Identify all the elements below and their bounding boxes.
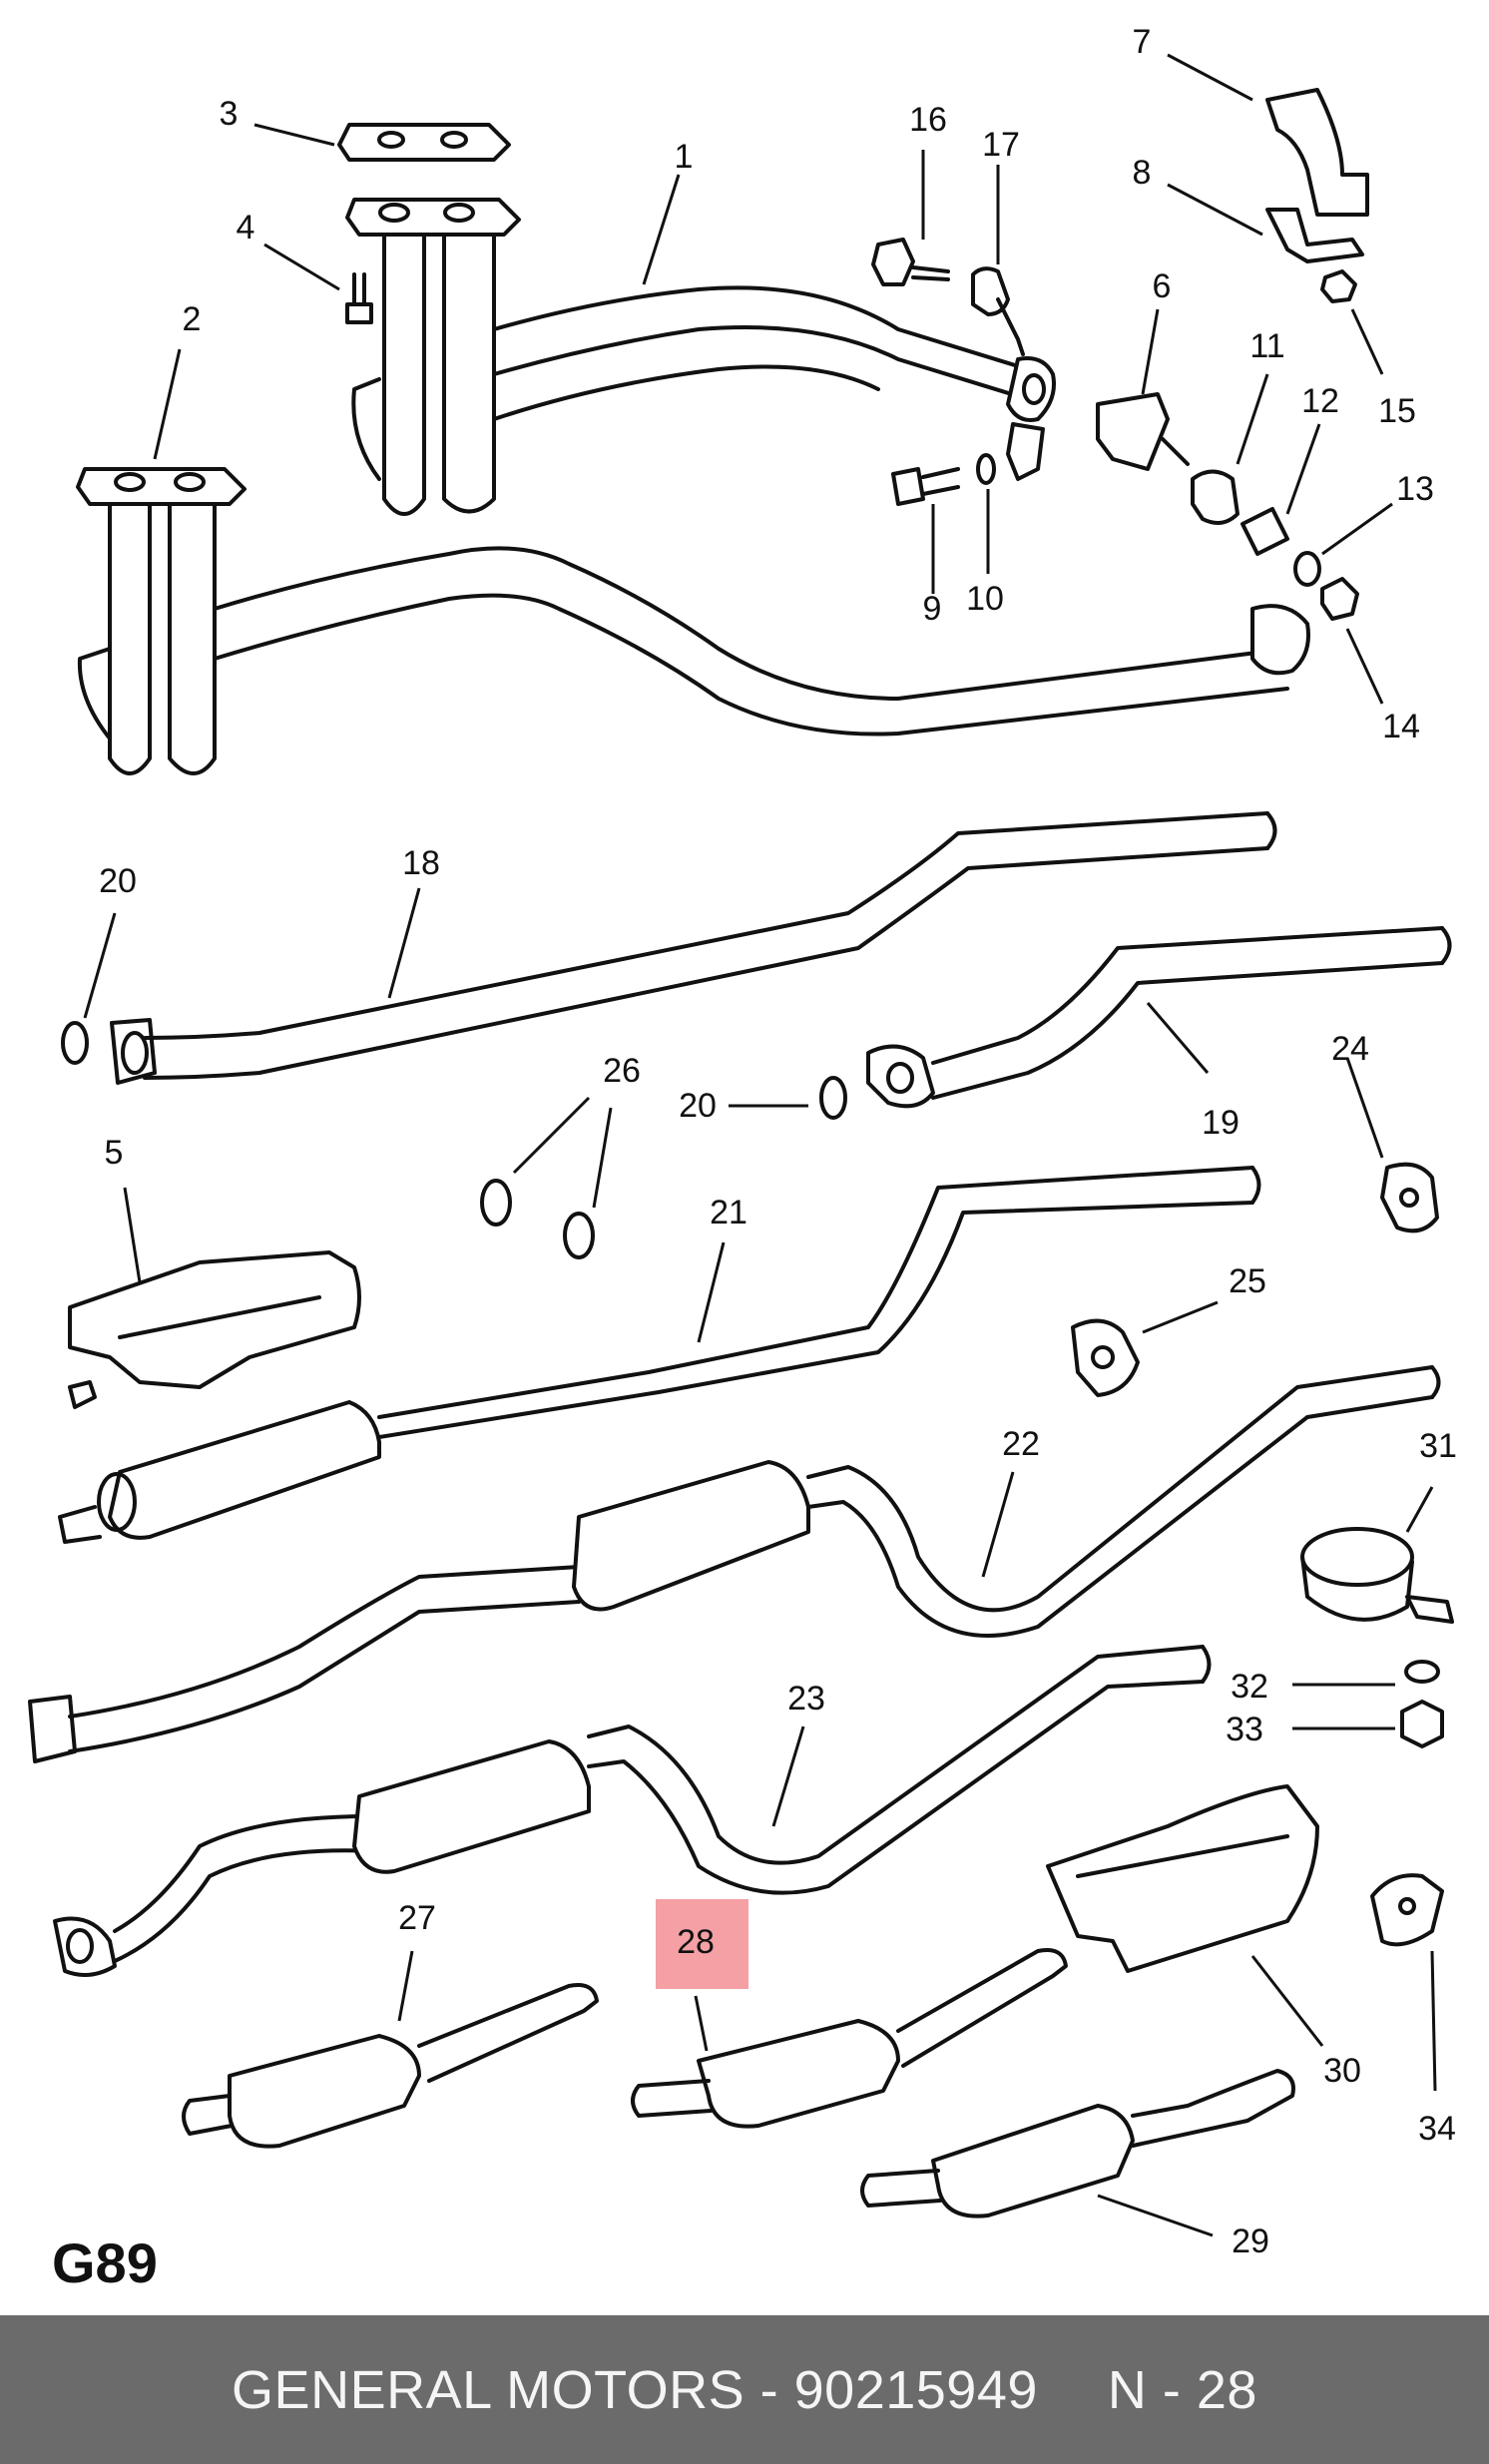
callout-34[interactable]: 34 (1418, 2110, 1456, 2148)
callout-24[interactable]: 24 (1331, 1030, 1369, 1068)
callout-25[interactable]: 25 (1229, 1262, 1266, 1300)
part-21-rear-pipe-muffler (58, 1166, 1261, 1544)
callout-18[interactable]: 18 (402, 844, 440, 882)
callout-28[interactable]: 28 (677, 1923, 715, 1961)
part-5-heat-shield (68, 1250, 361, 1409)
callout-10[interactable]: 10 (966, 580, 1004, 618)
callout-8[interactable]: 8 (1132, 154, 1152, 192)
callout-20-left[interactable]: 20 (99, 862, 137, 900)
part-19-pipe (866, 926, 1452, 1109)
callout-13[interactable]: 13 (1396, 470, 1434, 508)
footer-part-number: GENERAL MOTORS - 90215949 (232, 2359, 1038, 2420)
clamps-24-25 (1071, 1162, 1439, 1397)
callout-5[interactable]: 5 (104, 1134, 124, 1172)
callout-20-mid[interactable]: 20 (679, 1087, 717, 1125)
callout-23[interactable]: 23 (787, 1680, 825, 1718)
callout-4[interactable]: 4 (236, 209, 255, 246)
callout-15[interactable]: 15 (1378, 392, 1416, 430)
callout-14[interactable]: 14 (1382, 708, 1420, 745)
callout-32[interactable]: 32 (1231, 1668, 1268, 1706)
callout-29[interactable]: 29 (1232, 2222, 1269, 2260)
part-22-pipe-muffler (28, 1365, 1441, 1763)
rings-20-26 (61, 1021, 847, 1259)
callout-30[interactable]: 30 (1323, 2052, 1361, 2090)
callout-2[interactable]: 2 (182, 300, 202, 338)
rear-mufflers-27-29 (182, 1948, 1295, 2218)
part-2-manifold-lower (76, 467, 1310, 775)
parts-30-34 (1046, 1527, 1454, 1973)
callout-33[interactable]: 33 (1226, 1711, 1263, 1748)
highlight-box-28 (656, 1899, 748, 1989)
callout-3[interactable]: 3 (219, 95, 239, 133)
callout-1[interactable]: 1 (674, 138, 694, 176)
callout-11[interactable]: 11 (1249, 327, 1285, 365)
callout-31[interactable]: 31 (1419, 1427, 1457, 1465)
exhaust-parts-diagram (28, 53, 1454, 2237)
part-1-manifold-upper (337, 123, 1056, 516)
callout-26[interactable]: 26 (603, 1052, 641, 1090)
footer-bar: GENERAL MOTORS - 90215949 N - 28 (0, 2315, 1489, 2464)
footer-reference: N - 28 (1107, 2359, 1257, 2420)
callout-16[interactable]: 16 (909, 101, 947, 139)
callout-6[interactable]: 6 (1152, 267, 1172, 305)
callout-21[interactable]: 21 (710, 1194, 747, 1232)
callout-12[interactable]: 12 (1301, 382, 1339, 420)
callout-22[interactable]: 22 (1002, 1425, 1040, 1463)
callout-17[interactable]: 17 (982, 126, 1020, 164)
callout-27[interactable]: 27 (398, 1899, 436, 1937)
diagram-code: G89 (52, 2231, 158, 2294)
callout-9[interactable]: 9 (922, 590, 942, 628)
part-23-pipe-muffler (53, 1645, 1212, 1977)
callout-7[interactable]: 7 (1132, 23, 1152, 61)
hardware-parts (345, 88, 1369, 621)
callout-19[interactable]: 19 (1202, 1104, 1240, 1142)
leader-lines (83, 53, 1437, 2237)
part-18-intermediate-pipe (110, 811, 1277, 1085)
